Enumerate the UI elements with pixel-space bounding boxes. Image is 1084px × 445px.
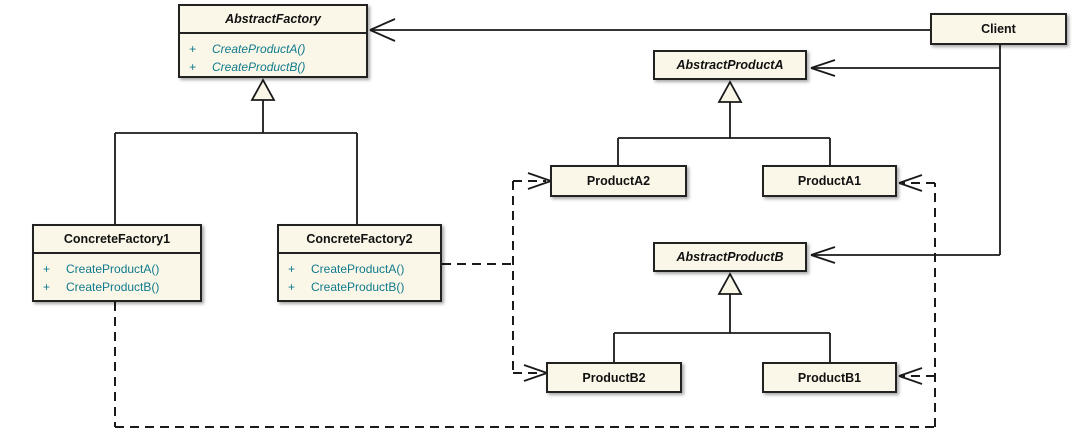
class-abstractproducta[interactable]: AbstractProductA bbox=[653, 50, 807, 80]
dependency-concretefactory1 bbox=[114, 174, 936, 428]
method-name: CreateProductB() bbox=[212, 60, 306, 74]
method-row: + CreateProductA() bbox=[180, 40, 366, 58]
open-arrowhead-icon bbox=[898, 367, 923, 385]
class-title: AbstractProductA bbox=[676, 58, 784, 72]
visibility-marker: + bbox=[288, 280, 296, 294]
hollow-triangle-icon bbox=[250, 78, 276, 101]
visibility-marker: + bbox=[43, 262, 51, 276]
open-arrowhead-icon bbox=[527, 172, 552, 190]
class-title: AbstractProductB bbox=[676, 250, 784, 264]
method-row: + CreateProductA() bbox=[34, 260, 200, 278]
method-name: CreateProductB() bbox=[66, 280, 160, 294]
method-name: CreateProductA() bbox=[311, 262, 405, 276]
visibility-marker: + bbox=[189, 42, 197, 56]
association-client-products bbox=[810, 45, 1001, 264]
method-name: CreateProductA() bbox=[66, 262, 160, 276]
open-arrowhead-icon bbox=[810, 246, 836, 264]
class-title: ConcreteFactory2 bbox=[306, 232, 413, 246]
visibility-marker: + bbox=[189, 60, 197, 74]
open-arrowhead-icon bbox=[898, 174, 923, 192]
class-title: AbstractFactory bbox=[225, 12, 321, 26]
method-list: + CreateProductA() + CreateProductB() bbox=[34, 252, 200, 296]
class-producta1[interactable]: ProductA1 bbox=[762, 165, 897, 197]
class-title: ProductB1 bbox=[797, 370, 862, 385]
open-arrowhead-icon bbox=[523, 364, 548, 382]
method-list: + CreateProductA() + CreateProductB() bbox=[180, 32, 366, 76]
visibility-marker: + bbox=[43, 280, 51, 294]
method-row: + CreateProductA() bbox=[279, 260, 440, 278]
class-abstractproductb[interactable]: AbstractProductB bbox=[653, 242, 807, 272]
class-title: ProductB2 bbox=[582, 370, 646, 385]
class-concretefactory1[interactable]: ConcreteFactory1 + CreateProductA() + Cr… bbox=[32, 224, 202, 302]
hollow-triangle-icon bbox=[717, 80, 743, 103]
class-producta2[interactable]: ProductA2 bbox=[550, 165, 687, 197]
method-name: CreateProductB() bbox=[311, 280, 405, 294]
class-concretefactory2[interactable]: ConcreteFactory2 + CreateProductA() + Cr… bbox=[277, 224, 442, 302]
method-row: + CreateProductB() bbox=[279, 278, 440, 296]
hollow-triangle-icon bbox=[717, 272, 743, 295]
generalization-factories bbox=[114, 78, 358, 224]
open-arrowhead-icon bbox=[810, 59, 836, 77]
class-productb2[interactable]: ProductB2 bbox=[546, 362, 682, 393]
class-title: ConcreteFactory1 bbox=[63, 232, 171, 246]
visibility-marker: + bbox=[288, 262, 296, 276]
class-title: ProductA2 bbox=[586, 174, 651, 188]
class-abstractfactory[interactable]: AbstractFactory + CreateProductA() + Cre… bbox=[178, 4, 368, 78]
class-client[interactable]: Client bbox=[930, 13, 1067, 45]
class-productb1[interactable]: ProductB1 bbox=[762, 362, 897, 393]
class-title: ProductA1 bbox=[797, 174, 862, 188]
class-title: Client bbox=[981, 22, 1016, 36]
generalization-products-b bbox=[613, 272, 831, 362]
open-arrowhead-icon bbox=[369, 18, 396, 42]
method-row: + CreateProductB() bbox=[180, 58, 366, 76]
method-row: + CreateProductB() bbox=[34, 278, 200, 296]
generalization-products-a bbox=[617, 80, 831, 165]
association-client-abstractfactory bbox=[369, 18, 930, 42]
method-list: + CreateProductA() + CreateProductB() bbox=[279, 252, 440, 296]
method-name: CreateProductA() bbox=[212, 42, 306, 56]
dependency-concretefactory2 bbox=[442, 172, 552, 382]
